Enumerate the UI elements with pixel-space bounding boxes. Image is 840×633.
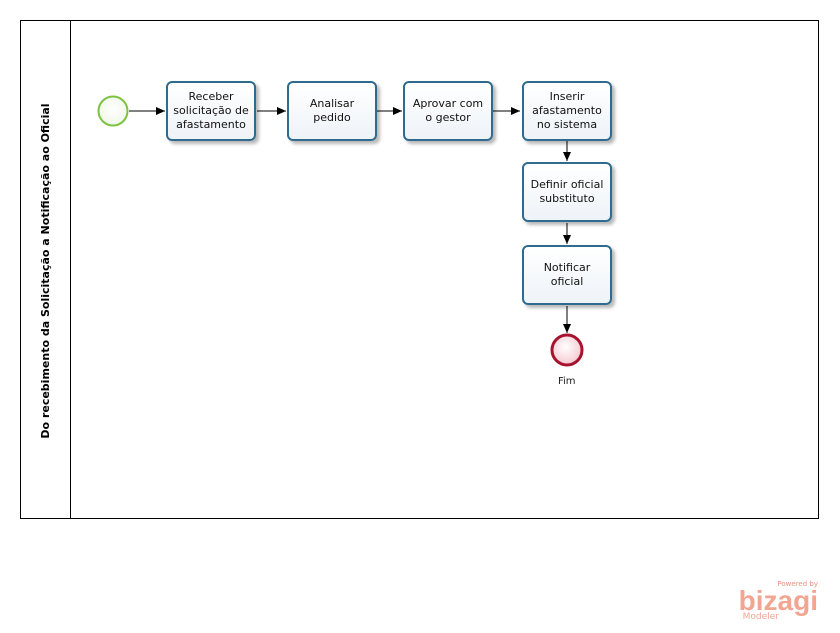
task-aprovar-gestor[interactable]: Aprovar com o gestor bbox=[403, 81, 493, 141]
brand-wordmark: bizagi bbox=[738, 585, 818, 616]
start-event[interactable] bbox=[97, 95, 129, 127]
task-label: Receber solicitação de afastamento bbox=[173, 90, 249, 131]
task-definir-substituto[interactable]: Definir oficial substituto bbox=[522, 162, 612, 222]
end-event[interactable] bbox=[550, 333, 584, 367]
product-name: Modeler bbox=[742, 612, 779, 622]
powered-by-text: Powered by bbox=[777, 580, 818, 588]
bizagi-logo: Powered by bizagi Modeler bbox=[739, 580, 818, 622]
task-label: Analisar pedido bbox=[309, 97, 355, 124]
end-event-label: Fim bbox=[558, 376, 576, 387]
pool-header[interactable]: Do recebimento da Solicitação a Notifica… bbox=[21, 21, 71, 518]
task-label: Inserir afastamento no sistema bbox=[532, 90, 602, 131]
task-label: Aprovar com o gestor bbox=[412, 97, 484, 124]
task-label: Notificar oficial bbox=[543, 261, 591, 288]
task-receber-solicitacao[interactable]: Receber solicitação de afastamento bbox=[166, 81, 256, 141]
task-notificar-oficial[interactable]: Notificar oficial bbox=[522, 245, 612, 305]
task-label: Definir oficial substituto bbox=[530, 178, 604, 205]
task-inserir-afastamento[interactable]: Inserir afastamento no sistema bbox=[522, 81, 612, 141]
task-analisar-pedido[interactable]: Analisar pedido bbox=[287, 81, 377, 141]
